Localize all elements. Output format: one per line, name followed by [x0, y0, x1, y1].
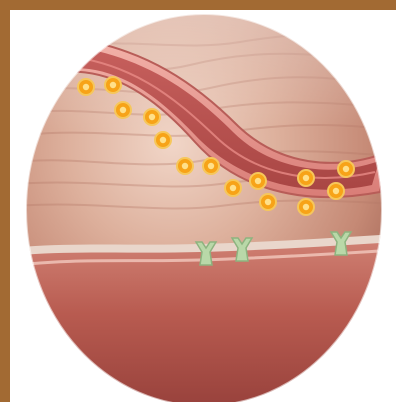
- particle: [338, 161, 354, 177]
- particle-core: [230, 185, 236, 191]
- particle: [177, 158, 193, 174]
- particle-core: [83, 84, 89, 90]
- particle-core: [255, 178, 261, 184]
- diagram-panel: [10, 10, 396, 402]
- particle: [328, 183, 344, 199]
- oval-clip-group: [10, 10, 396, 402]
- particle-core: [149, 114, 155, 120]
- particle: [203, 158, 219, 174]
- particle: [144, 109, 160, 125]
- particle: [260, 194, 276, 210]
- particle-core: [110, 82, 116, 88]
- particle: [250, 173, 266, 189]
- particle: [105, 77, 121, 93]
- lower-tissue-layer: [10, 242, 396, 402]
- particle-core: [303, 175, 309, 181]
- particle-core: [265, 199, 271, 205]
- particle-core: [160, 137, 166, 143]
- particle: [78, 79, 94, 95]
- particle-core: [343, 166, 349, 172]
- particle: [298, 170, 314, 186]
- particle: [225, 180, 241, 196]
- particle-core: [333, 188, 339, 194]
- particle-core: [182, 163, 188, 169]
- particle: [115, 102, 131, 118]
- particle-core: [120, 107, 126, 113]
- particle-core: [208, 163, 214, 169]
- particle: [155, 132, 171, 148]
- particle-core: [303, 204, 309, 210]
- particle: [298, 199, 314, 215]
- tissue-cross-section-diagram: [10, 10, 396, 402]
